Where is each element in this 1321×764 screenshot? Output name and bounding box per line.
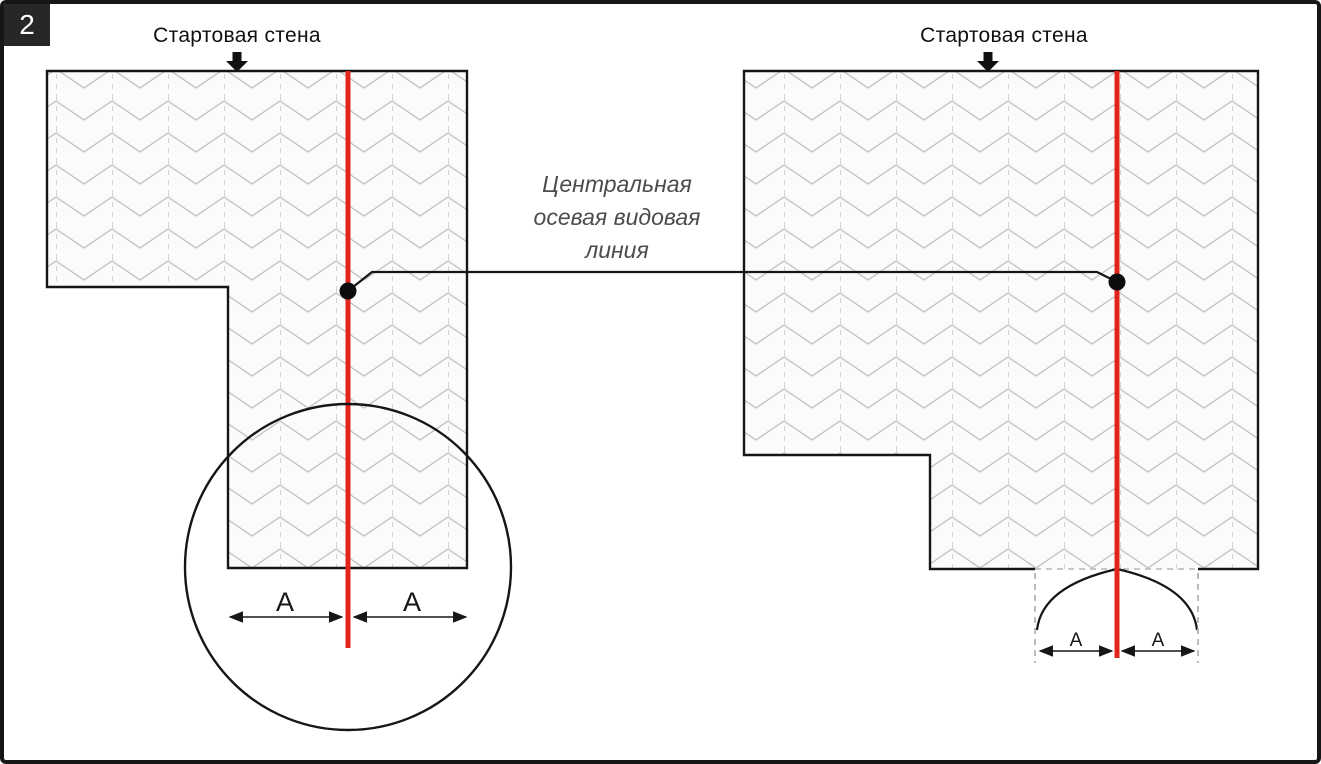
figure-number-badge: 2	[4, 4, 50, 46]
axis-annotation-line3: линия	[585, 237, 649, 263]
right-dim-label-a2: А	[1151, 630, 1165, 651]
right-curve-left	[1035, 567, 1118, 631]
right-dim-label-a1: А	[1069, 630, 1083, 651]
axis-annotation-line1: Центральная	[542, 171, 692, 197]
left-dim-label-a2: А	[402, 587, 422, 617]
axis-dot-left	[339, 282, 357, 300]
axis-annotation: Центральная осевая видовая линия	[534, 168, 701, 267]
diagram-svg	[45, 52, 1260, 732]
right-wall-label: Стартовая стена	[920, 24, 1088, 47]
right-curve-right	[1116, 567, 1199, 631]
right-floor-outline	[742, 69, 1260, 571]
axis-annotation-line2: осевая видовая	[533, 204, 701, 230]
left-dim-label-a1: А	[275, 587, 295, 617]
connector-line	[347, 270, 1118, 292]
right-floor-fill	[744, 71, 1258, 569]
right-wall-arrow-icon	[977, 52, 999, 72]
axis-dot-right	[1108, 273, 1126, 291]
left-wall-label: Стартовая стена	[153, 24, 321, 47]
left-wall-arrow-icon	[226, 52, 248, 72]
left-floor-shape	[45, 69, 469, 570]
zoom-circle	[183, 402, 513, 732]
